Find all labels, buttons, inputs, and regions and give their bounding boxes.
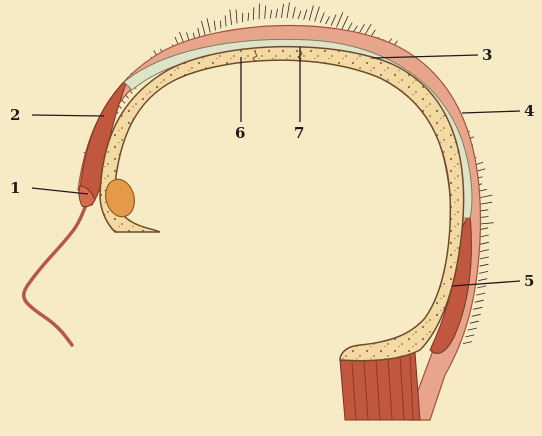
- hair-strand: [480, 257, 489, 259]
- hair-strand: [473, 307, 482, 309]
- hair-strand: [320, 13, 324, 23]
- hair-strand: [225, 15, 226, 26]
- hair-strand: [281, 4, 283, 18]
- hair-strand: [198, 28, 200, 38]
- hair-strand: [230, 10, 232, 25]
- hair-strand: [476, 293, 485, 295]
- label-2: 2: [10, 106, 20, 124]
- hair-strand: [214, 21, 215, 31]
- label-3: 3: [482, 46, 492, 64]
- hair-strand: [337, 12, 343, 27]
- hair-strand: [207, 18, 210, 32]
- hair-strand: [326, 16, 330, 24]
- hair-strand: [276, 9, 278, 18]
- hair-strand: [342, 16, 348, 30]
- hair-strand: [480, 264, 489, 266]
- hair-strand: [479, 271, 488, 273]
- hair-strand: [304, 9, 307, 19]
- hair-strand: [270, 10, 272, 18]
- hair-strand: [315, 7, 320, 22]
- hair-strand: [298, 11, 301, 19]
- hair-strand: [293, 7, 296, 19]
- skull-bone: [100, 47, 464, 361]
- label-1: 1: [10, 179, 20, 197]
- label-4: 4: [524, 102, 534, 120]
- hair-strand: [236, 10, 237, 24]
- label-6: 6: [235, 124, 245, 142]
- label-5: 5: [524, 272, 534, 290]
- hair-strand: [470, 321, 479, 323]
- hair-strand: [468, 328, 477, 330]
- hair-strand: [331, 15, 336, 26]
- hair-strand: [475, 300, 484, 302]
- hair-strand: [480, 235, 489, 237]
- hair-strand: [465, 335, 474, 337]
- label-7: 7: [294, 124, 304, 142]
- hair-strand: [287, 2, 290, 18]
- hair-strand: [472, 314, 481, 316]
- hair-strand: [309, 6, 313, 21]
- hair-strand: [480, 242, 489, 244]
- face-profile: [24, 205, 86, 345]
- hair-strand: [463, 342, 472, 344]
- hair-strand: [478, 279, 487, 281]
- hair-strand: [265, 6, 266, 19]
- hair-strand: [480, 250, 489, 252]
- hair-strand: [248, 13, 249, 21]
- hair-strand: [477, 286, 486, 288]
- hair-strand: [201, 21, 205, 35]
